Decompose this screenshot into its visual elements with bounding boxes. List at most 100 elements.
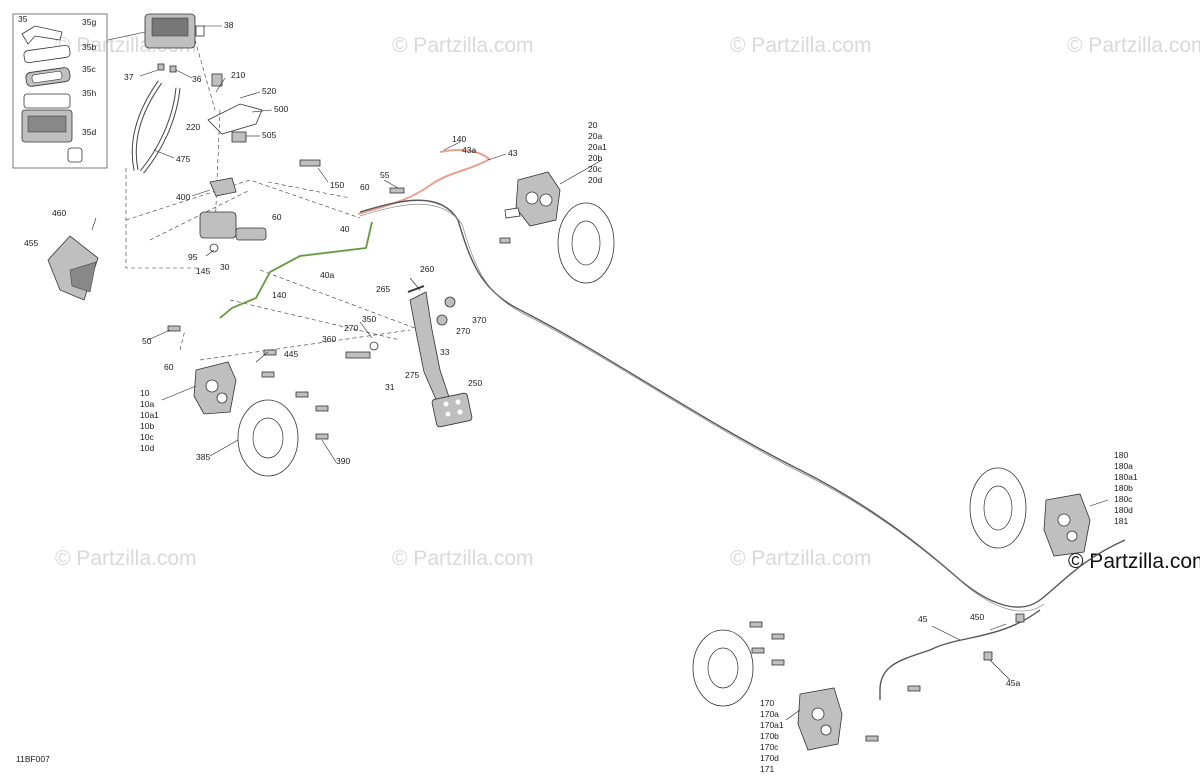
disc-front-right [557,202,615,284]
reservoir-assembly [144,13,205,73]
callout-455: 455 [24,238,38,248]
callout-20a1: 20a1 [588,142,607,152]
callout-400: 400 [176,192,190,202]
callout-180b: 180b [1114,483,1133,493]
brake-line-main [359,199,1126,608]
disc-rear-right [969,467,1027,549]
watermark-4: © Partzilla.com [1067,34,1200,57]
caliper-10 [193,361,237,415]
callout-50: 50 [142,336,152,346]
disc-front-left [237,399,299,477]
callout-labels: 35 35g 35b 35c 35h 35d 38 37 36 210 520 … [18,14,1020,688]
callout-450: 450 [970,612,984,622]
construction-lines [125,39,421,361]
callout-10a1: 10a1 [140,410,159,420]
callout-475: 475 [176,154,190,164]
callout-40: 40 [340,224,350,234]
callout-45a: 45a [1006,678,1020,688]
callout-36: 36 [192,74,202,84]
callout-20c: 20c [588,164,602,174]
callout-31: 31 [385,382,395,392]
master-cylinder [199,177,267,253]
callout-60-a: 60 [272,212,282,222]
reservoir-inset-parts [21,25,83,163]
callout-35h: 35h [82,88,96,98]
callout-180c: 180c [1114,494,1133,504]
callout-43a: 43a [462,145,476,155]
callout-20d: 20d [588,175,602,185]
callout-265: 265 [376,284,390,294]
watermark-8: © Partzilla.com [1068,550,1200,573]
callout-40a: 40a [320,270,334,280]
group-180-labels: 180 180a 180a1 180b 180c 180d 181 [1114,450,1138,526]
callout-350: 350 [362,314,376,324]
caliper-170 [797,687,843,751]
watermark-5: © Partzilla.com [55,547,197,570]
callout-385: 385 [196,452,210,462]
group-170-labels: 170 170a 170a1 170b 170c 170d 171 [760,698,784,774]
callout-20: 20 [588,120,598,130]
callout-275: 275 [405,370,419,380]
disc-rear-left [692,629,754,707]
callout-33: 33 [440,347,450,357]
callout-10d: 10d [140,443,154,453]
callout-10a: 10a [140,399,154,409]
callout-10b: 10b [140,421,154,431]
callout-520: 520 [262,86,276,96]
group-20-labels: 20 20a 20a1 20b 20c 20d [588,120,607,185]
watermark-2: © Partzilla.com [392,34,534,57]
callout-60-b: 60 [360,182,370,192]
callout-95: 95 [188,252,198,262]
callout-360: 360 [322,334,336,344]
callout-170a: 170a [760,709,779,719]
callout-171: 171 [760,764,774,774]
callout-170b: 170b [760,731,779,741]
watermarks: © Partzilla.com © Partzilla.com © Partzi… [55,34,1200,573]
callout-270-b: 270 [456,326,470,336]
callout-180: 180 [1114,450,1128,460]
callout-500: 500 [274,104,288,114]
callout-30: 30 [220,262,230,272]
callout-10: 10 [140,388,150,398]
caliper-20 [504,171,561,227]
callout-150: 150 [330,180,344,190]
callout-505: 505 [262,130,276,140]
callout-38: 38 [224,20,234,30]
callout-37: 37 [124,72,134,82]
callout-55: 55 [380,170,390,180]
callout-445: 445 [284,349,298,359]
callout-170: 170 [760,698,774,708]
brake-line-red [357,159,489,215]
bracket-500 [207,103,263,135]
callout-45: 45 [918,614,928,624]
callout-20a: 20a [588,131,602,141]
brake-pedal [345,285,473,428]
callout-180a: 180a [1114,461,1133,471]
callout-170d: 170d [760,753,779,763]
diagram-code: 11BF007 [16,754,50,764]
callout-180a1: 180a1 [1114,472,1138,482]
callout-270-a: 270 [344,323,358,333]
callout-35b: 35b [82,42,96,52]
callout-35c: 35c [82,64,96,74]
callout-43: 43 [508,148,518,158]
leader-lines [91,25,1109,721]
fasteners [167,73,1025,742]
callout-145: 145 [196,266,210,276]
callout-170a1: 170a1 [760,720,784,730]
watermark-7: © Partzilla.com [730,547,872,570]
callout-20b: 20b [588,153,602,163]
callout-181: 181 [1114,516,1128,526]
group-10-labels: 10 10a 10a1 10b 10c 10d [140,388,159,453]
watermark-3: © Partzilla.com [730,34,872,57]
callout-140-a: 140 [452,134,466,144]
callout-390: 390 [336,456,350,466]
callout-60-c: 60 [164,362,174,372]
callout-35d: 35d [82,127,96,137]
callout-180d: 180d [1114,505,1133,515]
callout-460: 460 [52,208,66,218]
callout-10c: 10c [140,432,154,442]
callout-170c: 170c [760,742,779,752]
